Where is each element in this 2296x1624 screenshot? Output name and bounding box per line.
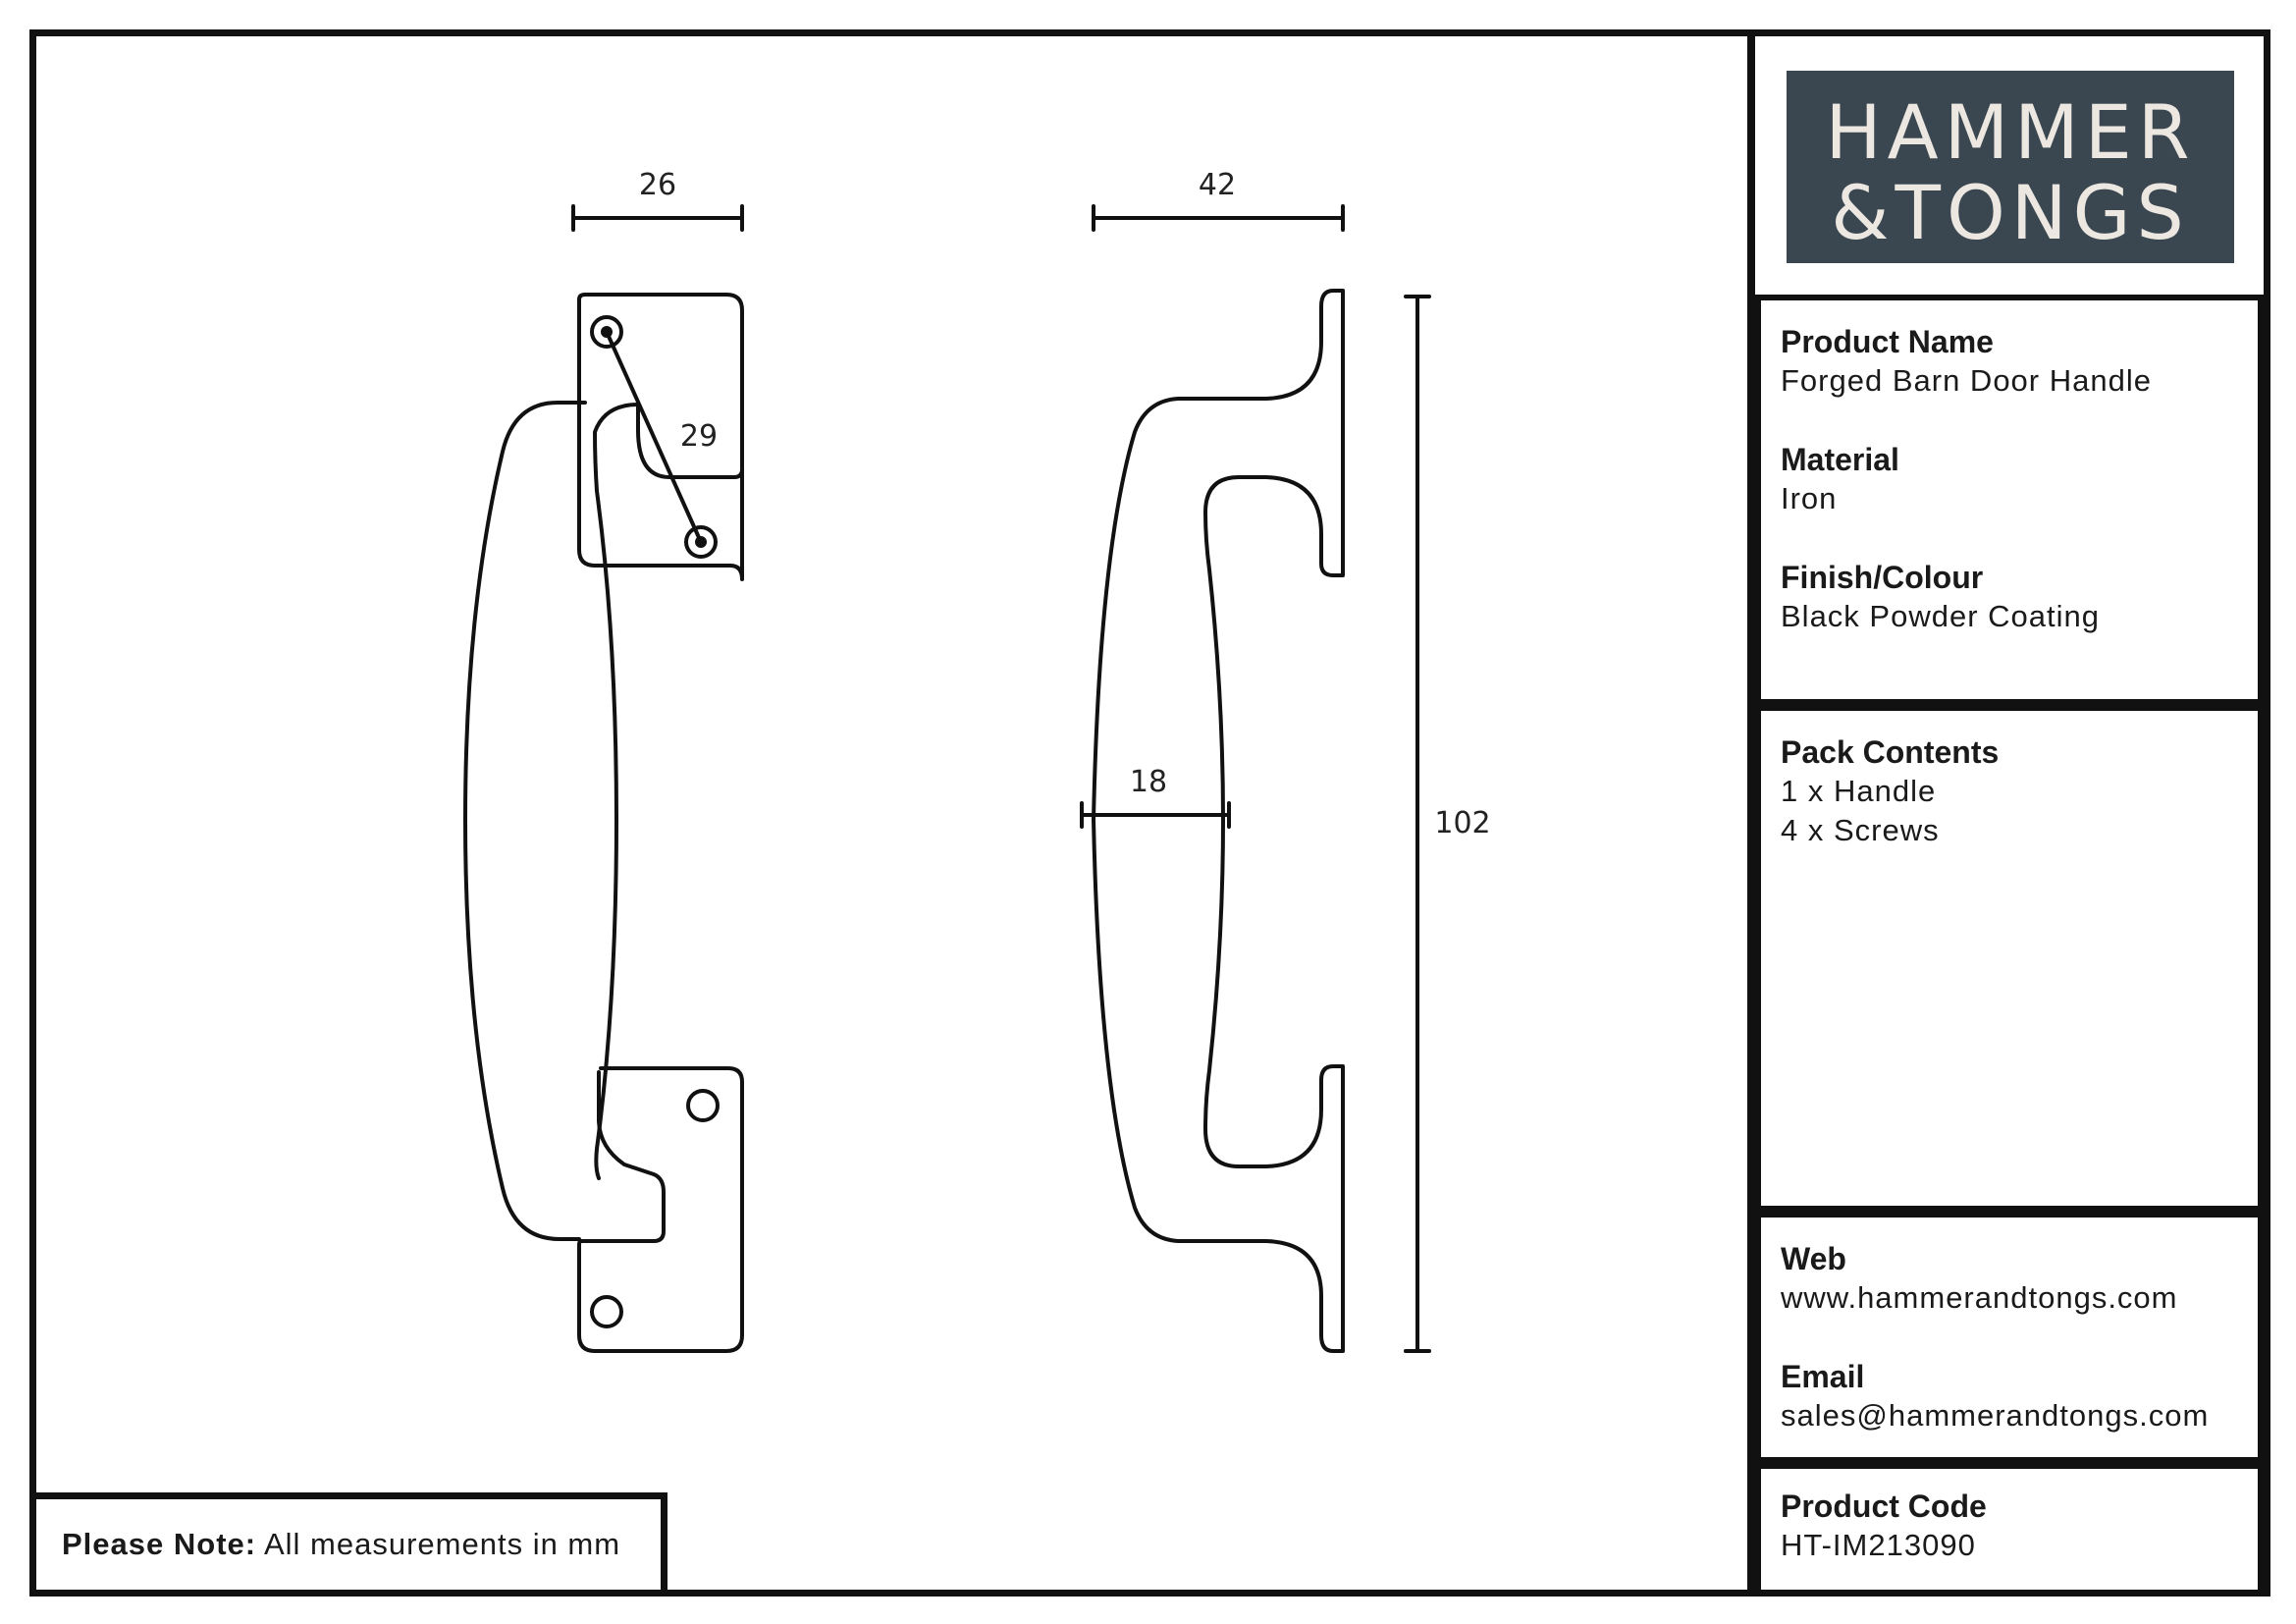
pack-contents-panel: Pack Contents 1 x Handle 4 x Screws [1755, 705, 2264, 1212]
product-code-value: HT-IM213090 [1781, 1528, 1976, 1562]
dim-side-depth: 42 [1199, 168, 1236, 202]
dim-front-width: 26 [639, 168, 676, 202]
bottom-hole-1 [686, 1089, 720, 1122]
sidebar-divider [1747, 29, 1755, 1597]
email-field: Email sales@hammerandtongs.com [1781, 1357, 2209, 1435]
note-body: All measurements in mm [263, 1527, 621, 1561]
product-name-field: Product Name Forged Barn Door Handle [1781, 322, 2152, 401]
pack-item: 1 x Handle [1781, 774, 1937, 808]
product-code-panel: Product Code HT-IM213090 [1755, 1463, 2264, 1597]
web-link[interactable]: www.hammerandtongs.com [1781, 1280, 2178, 1315]
logo-line-hammer: HAMMER [1825, 88, 2196, 176]
product-info-panel: Product Name Forged Barn Door Handle Mat… [1755, 295, 2264, 705]
email-label: Email [1781, 1359, 1865, 1394]
drawing-frame [29, 29, 2270, 1597]
logo-line-tongs: &TONGS [1831, 169, 2190, 256]
contact-panel: Web www.hammerandtongs.com Email sales@h… [1755, 1212, 2264, 1463]
web-label: Web [1781, 1241, 1846, 1276]
front-bottom-plate [577, 1066, 744, 1353]
brand-logo: HAMMER &TONGS [1787, 71, 2234, 263]
side-profile [1092, 289, 1345, 1353]
material-value: Iron [1781, 481, 1838, 515]
measurement-note: Please Note: All measurements in mm [29, 1492, 667, 1597]
pack-contents-label: Pack Contents [1781, 734, 2000, 770]
front-top-plate [577, 293, 744, 581]
pack-item: 4 x Screws [1781, 813, 1940, 847]
product-code-label: Product Code [1781, 1489, 1987, 1524]
dim-height: 102 [1434, 806, 1490, 840]
note-label: Please Note: [62, 1527, 257, 1561]
email-link[interactable]: sales@hammerandtongs.com [1781, 1398, 2210, 1433]
dim-hole-spacing: 29 [680, 419, 718, 454]
dim-grip-thickness: 18 [1130, 765, 1167, 799]
product-code-field: Product Code HT-IM213090 [1781, 1487, 1987, 1565]
finish-field: Finish/Colour Black Powder Coating [1781, 558, 2100, 636]
product-name-value: Forged Barn Door Handle [1781, 363, 2152, 398]
product-name-label: Product Name [1781, 324, 1994, 359]
material-label: Material [1781, 442, 1899, 477]
bottom-hole-2 [590, 1295, 623, 1328]
web-field: Web www.hammerandtongs.com [1781, 1239, 2178, 1318]
front-handle-inner [593, 403, 640, 1180]
top-hole-1 [590, 315, 623, 349]
hole-spacing-line [605, 330, 703, 544]
note-text: Please Note: All measurements in mm [62, 1527, 620, 1562]
top-hole-2 [684, 525, 718, 559]
material-field: Material Iron [1781, 440, 1899, 518]
finish-value: Black Powder Coating [1781, 599, 2100, 633]
pack-contents-field: Pack Contents 1 x Handle 4 x Screws [1781, 732, 1999, 850]
logo-panel: HAMMER &TONGS [1755, 37, 2264, 304]
front-handle-body [463, 401, 587, 1241]
finish-label: Finish/Colour [1781, 560, 1984, 595]
